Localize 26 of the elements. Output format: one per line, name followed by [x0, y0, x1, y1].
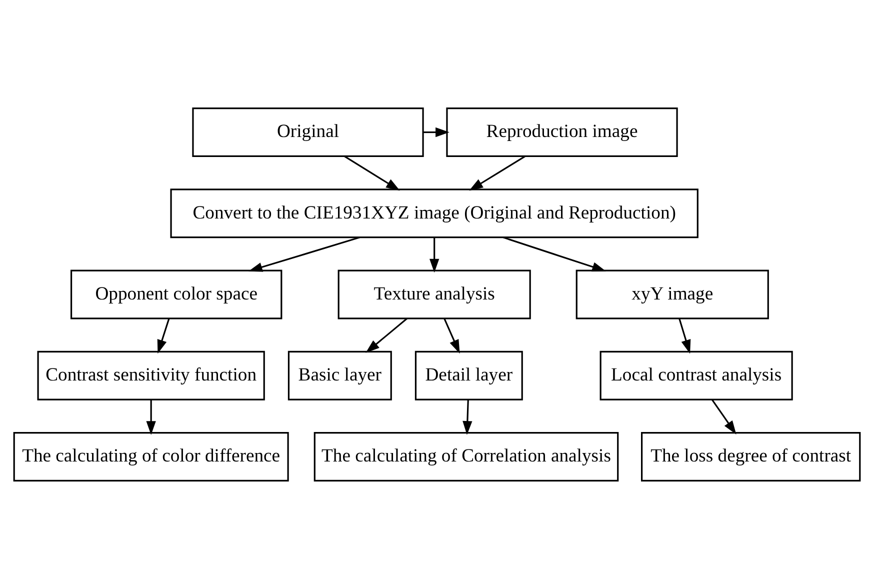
node-box: Local contrast analysis — [600, 350, 793, 400]
arrow — [423, 126, 450, 137]
arrow — [430, 236, 440, 272]
node-box: The calculating of Correlation analysis — [314, 432, 619, 481]
arrow — [146, 399, 156, 434]
arrow — [366, 317, 408, 352]
arrow — [711, 398, 736, 434]
node-box: Original — [192, 107, 424, 156]
arrow — [344, 155, 400, 190]
arrow — [469, 155, 526, 190]
node-box: Texture analysis — [338, 269, 531, 319]
node-box: Basic layer — [288, 350, 392, 400]
node-box: Reproduction image — [446, 107, 678, 156]
arrow — [157, 318, 170, 354]
node-box: Contrast sensitivity function — [37, 350, 265, 400]
node-box: xyY image — [576, 269, 769, 319]
node-box: Detail layer — [414, 350, 523, 400]
arrow — [678, 318, 691, 354]
arrow — [502, 236, 606, 272]
arrow — [444, 318, 460, 354]
node-box: Convert to the CIE1931XYZ image (Original and Reproduction) — [170, 188, 698, 238]
arrow — [462, 399, 472, 434]
arrow — [248, 236, 360, 272]
node-box: The calculating of color difference — [13, 432, 289, 481]
node-box: Opponent color space — [70, 269, 282, 319]
node-box: The loss degree of contrast — [641, 432, 861, 481]
